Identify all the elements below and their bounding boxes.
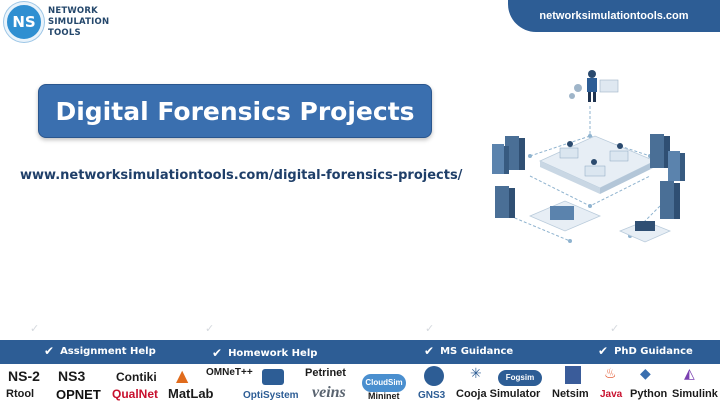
person-figure-icon (587, 70, 619, 102)
page-title-box: Digital Forensics Projects (38, 84, 432, 138)
tool-netsim[interactable]: Netsim (552, 388, 589, 400)
tool-ns3[interactable]: NS3 (58, 368, 86, 384)
java-logo-icon: ♨ (604, 366, 617, 382)
brand-logo[interactable]: NS NETWORK SIMULATION TOOLS (4, 2, 109, 42)
service-label: PhD Guidance (614, 345, 693, 357)
tool-petrinet[interactable]: Petrinet (305, 367, 346, 379)
service-label: Assignment Help (60, 345, 156, 357)
ns-logo-icon: NS (4, 2, 44, 42)
server-rack-icon (492, 134, 685, 219)
check-icon: ✔ (212, 346, 223, 360)
service-label: MS Guidance (440, 345, 514, 357)
tool-java[interactable]: Java (600, 389, 623, 400)
simulink-logo-icon: ◭ (684, 366, 695, 382)
tool-cooja[interactable]: Cooja Simulator (456, 388, 541, 400)
reflection-2: ✓ (205, 322, 215, 335)
network-graph-icon: ✳ (470, 366, 482, 382)
tool-omnet[interactable]: OMNeT++ (206, 367, 253, 378)
service-label: Homework Help (228, 347, 318, 359)
service-phd-guidance[interactable]: ✔ PhD Guidance (598, 344, 693, 358)
service-ms-guidance[interactable]: ✔ MS Guidance (424, 344, 513, 358)
tool-fogsim[interactable]: Fogsim (498, 370, 542, 386)
optisystem-logo-icon (262, 369, 284, 385)
tool-matlab[interactable]: MatLab (168, 386, 214, 401)
datacenter-illustration (492, 70, 685, 243)
check-icon: ✔ (424, 344, 435, 358)
matlab-logo-icon: ▲ (176, 366, 189, 385)
brand-name: NETWORK SIMULATION TOOLS (48, 6, 109, 39)
tool-cloudsim[interactable]: CloudSim (362, 374, 406, 392)
service-assignment-help[interactable]: ✔ Assignment Help (44, 344, 156, 358)
page-title: Digital Forensics Projects (55, 96, 415, 126)
site-url-text: networksimulationtools.com (539, 10, 689, 22)
tool-mininet[interactable]: Mininet (368, 391, 400, 401)
tool-opnet[interactable]: OPNET (56, 387, 101, 402)
service-reflection: ✓ ✓ ✓ ✓ (0, 322, 720, 338)
tool-ns2[interactable]: NS-2 (8, 368, 40, 384)
brand-line-1: NETWORK (48, 5, 98, 16)
page-url-link[interactable]: www.networksimulationtools.com/digital-f… (20, 168, 463, 183)
tools-strip: NS-2 NS3 Contiki ▲ OMNeT++ Petrinet Clou… (0, 364, 720, 405)
reflection-1: ✓ (30, 322, 40, 335)
tool-optisystem[interactable]: OptiSystem (243, 390, 299, 401)
tool-rtool[interactable]: Rtool (6, 388, 35, 400)
python-logo-icon: ◆ (640, 366, 651, 382)
tool-simulink[interactable]: Simulink (672, 388, 718, 400)
reflection-4: ✓ (610, 322, 620, 335)
services-bar: ✔ Assignment Help ✔ Homework Help ✔ MS G… (0, 340, 720, 364)
tool-gns3[interactable]: GNS3 (418, 390, 446, 401)
site-url-tab[interactable]: networksimulationtools.com (508, 0, 720, 32)
tool-contiki[interactable]: Contiki (116, 370, 157, 384)
gns3-logo-icon (424, 366, 444, 386)
tool-python[interactable]: Python (630, 388, 668, 400)
check-icon: ✔ (44, 344, 55, 358)
tool-veins[interactable]: veins (312, 384, 346, 401)
reflection-3: ✓ (425, 322, 435, 335)
tool-qualnet[interactable]: QualNet (112, 387, 159, 401)
brand-line-3: TOOLS (48, 27, 81, 38)
netsim-logo-icon (565, 366, 581, 384)
service-homework-help[interactable]: ✔ Homework Help (212, 346, 317, 360)
check-icon: ✔ (598, 344, 609, 358)
brand-line-2: SIMULATION (48, 16, 110, 27)
